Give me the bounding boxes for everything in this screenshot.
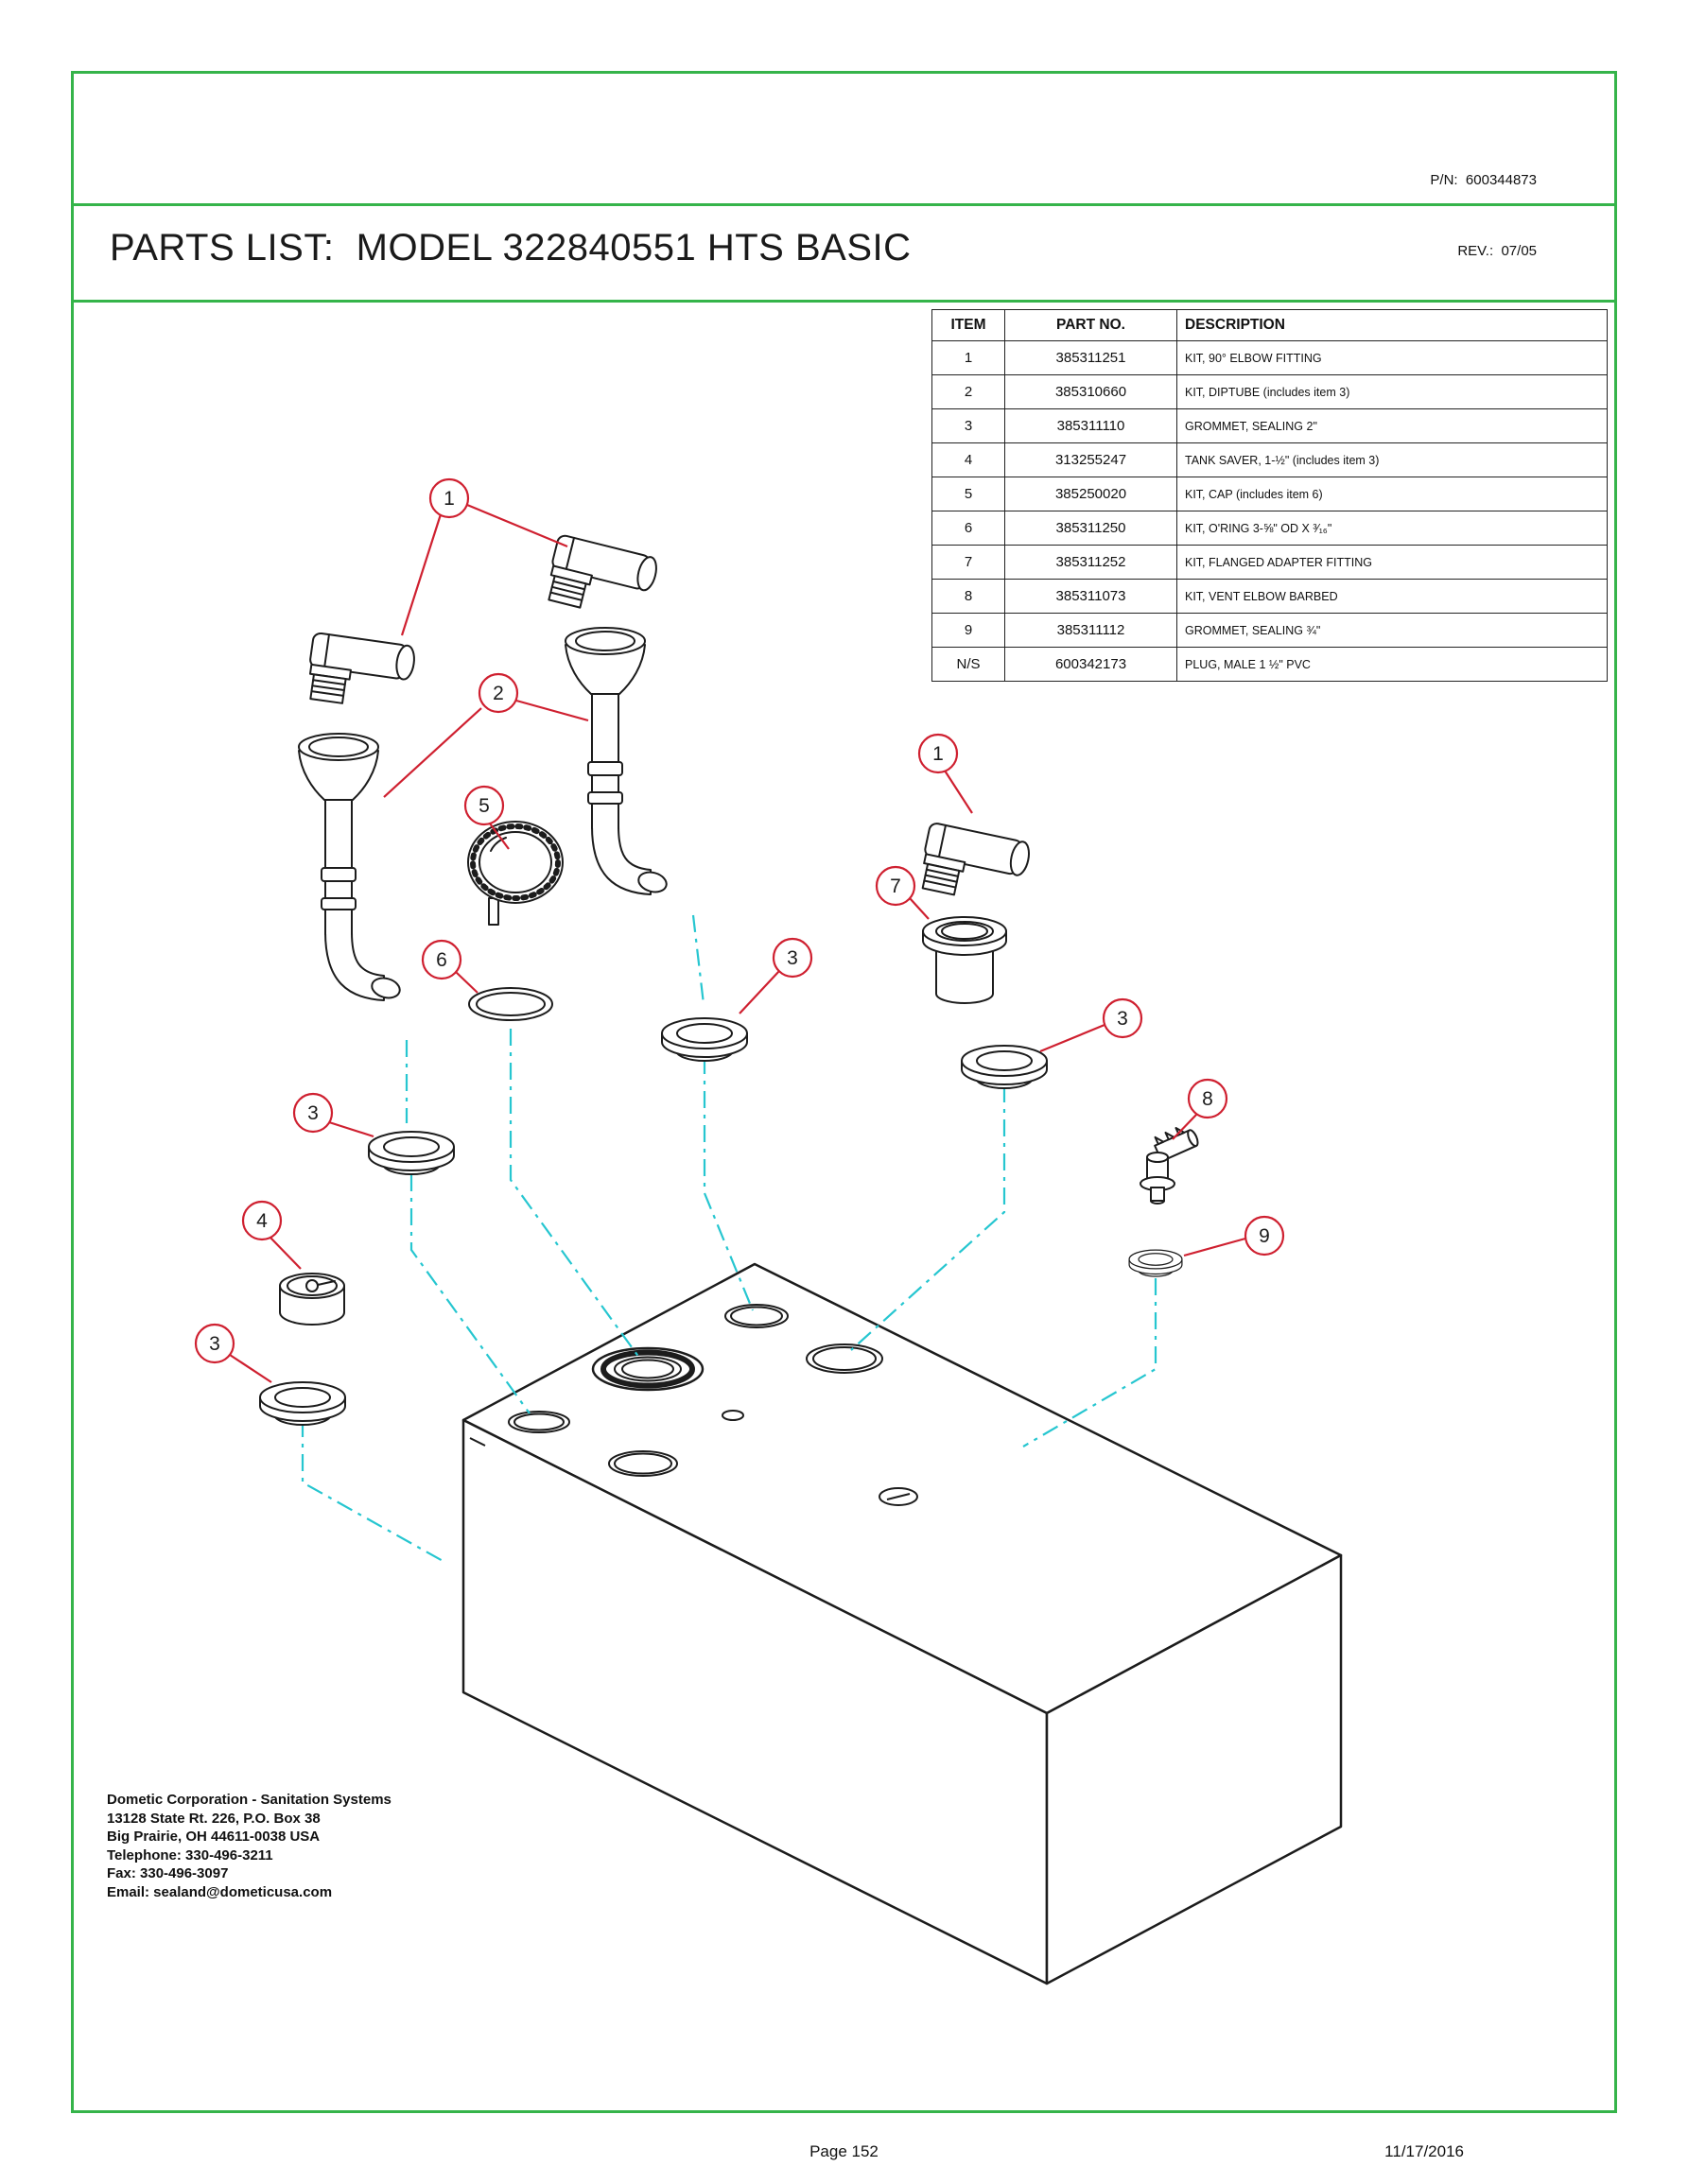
cell-item: 3 [931, 408, 1005, 443]
table-row: 5 385250020 KIT, CAP (includes item 6) [931, 477, 1608, 511]
table-row: 7 385311252 KIT, FLANGED ADAPTER FITTING [931, 545, 1608, 580]
cell-part-no: 385311251 [1004, 340, 1177, 375]
cell-item: 9 [931, 613, 1005, 648]
cell-item: 6 [931, 511, 1005, 546]
cell-item: 1 [931, 340, 1005, 375]
table-row: 8 385311073 KIT, VENT ELBOW BARBED [931, 579, 1608, 614]
table-header-row: ITEM PART NO. DESCRIPTION [931, 309, 1608, 341]
parts-table: ITEM PART NO. DESCRIPTION 1 385311251 KI… [931, 309, 1608, 682]
cell-description: KIT, VENT ELBOW BARBED [1176, 579, 1608, 614]
cell-part-no: 600342173 [1004, 647, 1177, 682]
cell-description: KIT, CAP (includes item 6) [1176, 477, 1608, 511]
cell-item: 7 [931, 545, 1005, 580]
cell-description: TANK SAVER, 1-½" (includes item 3) [1176, 442, 1608, 477]
cell-part-no: 385311073 [1004, 579, 1177, 614]
col-header-part-no: PART NO. [1004, 309, 1177, 341]
address-line: Email: sealand@dometicusa.com [107, 1883, 333, 1900]
rev-line: REV.: 07/05 [1457, 243, 1537, 259]
address-line: Dometic Corporation - Sanitation Systems [107, 1792, 392, 1808]
table-row: 9 385311112 GROMMET, SEALING ¾" [931, 613, 1608, 648]
company-address-block: Dometic Corporation - Sanitation Systems… [107, 1791, 392, 1901]
cell-item: N/S [931, 647, 1005, 682]
table-row: 1 385311251 KIT, 90° ELBOW FITTING [931, 340, 1608, 375]
green-border-frame [71, 71, 1617, 2113]
cell-part-no: 385310660 [1004, 374, 1177, 409]
title-divider-line [71, 300, 1617, 303]
cell-part-no: 385311252 [1004, 545, 1177, 580]
page-number: Page 152 [809, 2142, 879, 2160]
cell-description: KIT, O'RING 3-⅝" OD X ³⁄₁₆" [1176, 511, 1608, 546]
pn-line: P/N: 600344873 [1430, 172, 1537, 188]
address-line: Big Prairie, OH 44611-0038 USA [107, 1829, 321, 1845]
page-title: PARTS LIST: MODEL 322840551 HTS BASIC [110, 227, 912, 269]
print-date: 11/17/2016 [1384, 2142, 1464, 2160]
cell-item: 8 [931, 579, 1005, 614]
cell-description: GROMMET, SEALING 2" [1176, 408, 1608, 443]
address-line: Telephone: 330-496-3211 [107, 1846, 273, 1863]
cell-description: PLUG, MALE 1 ½" PVC [1176, 647, 1608, 682]
part-number-block: P/N: 600344873 REV.: 07/05 [1430, 121, 1537, 310]
cell-description: KIT, FLANGED ADAPTER FITTING [1176, 545, 1608, 580]
address-line: Fax: 330-496-3097 [107, 1865, 229, 1881]
col-header-item: ITEM [931, 309, 1005, 341]
cell-part-no: 385311112 [1004, 613, 1177, 648]
cell-description: GROMMET, SEALING ¾" [1176, 613, 1608, 648]
table-row: 3 385311110 GROMMET, SEALING 2" [931, 408, 1608, 443]
table-row: N/S 600342173 PLUG, MALE 1 ½" PVC [931, 647, 1608, 682]
cell-description: KIT, DIPTUBE (includes item 3) [1176, 374, 1608, 409]
table-row: 4 313255247 TANK SAVER, 1-½" (includes i… [931, 442, 1608, 477]
cell-part-no: 385311110 [1004, 408, 1177, 443]
cell-description: KIT, 90° ELBOW FITTING [1176, 340, 1608, 375]
cell-part-no: 313255247 [1004, 442, 1177, 477]
cell-item: 5 [931, 477, 1005, 511]
address-line: 13128 State Rt. 226, P.O. Box 38 [107, 1810, 321, 1827]
cell-item: 4 [931, 442, 1005, 477]
cell-part-no: 385250020 [1004, 477, 1177, 511]
table-row: 6 385311250 KIT, O'RING 3-⅝" OD X ³⁄₁₆" [931, 511, 1608, 546]
cell-item: 2 [931, 374, 1005, 409]
header-divider-line [71, 203, 1617, 206]
table-row: 2 385310660 KIT, DIPTUBE (includes item … [931, 374, 1608, 409]
col-header-description: DESCRIPTION [1176, 309, 1608, 341]
cell-part-no: 385311250 [1004, 511, 1177, 546]
